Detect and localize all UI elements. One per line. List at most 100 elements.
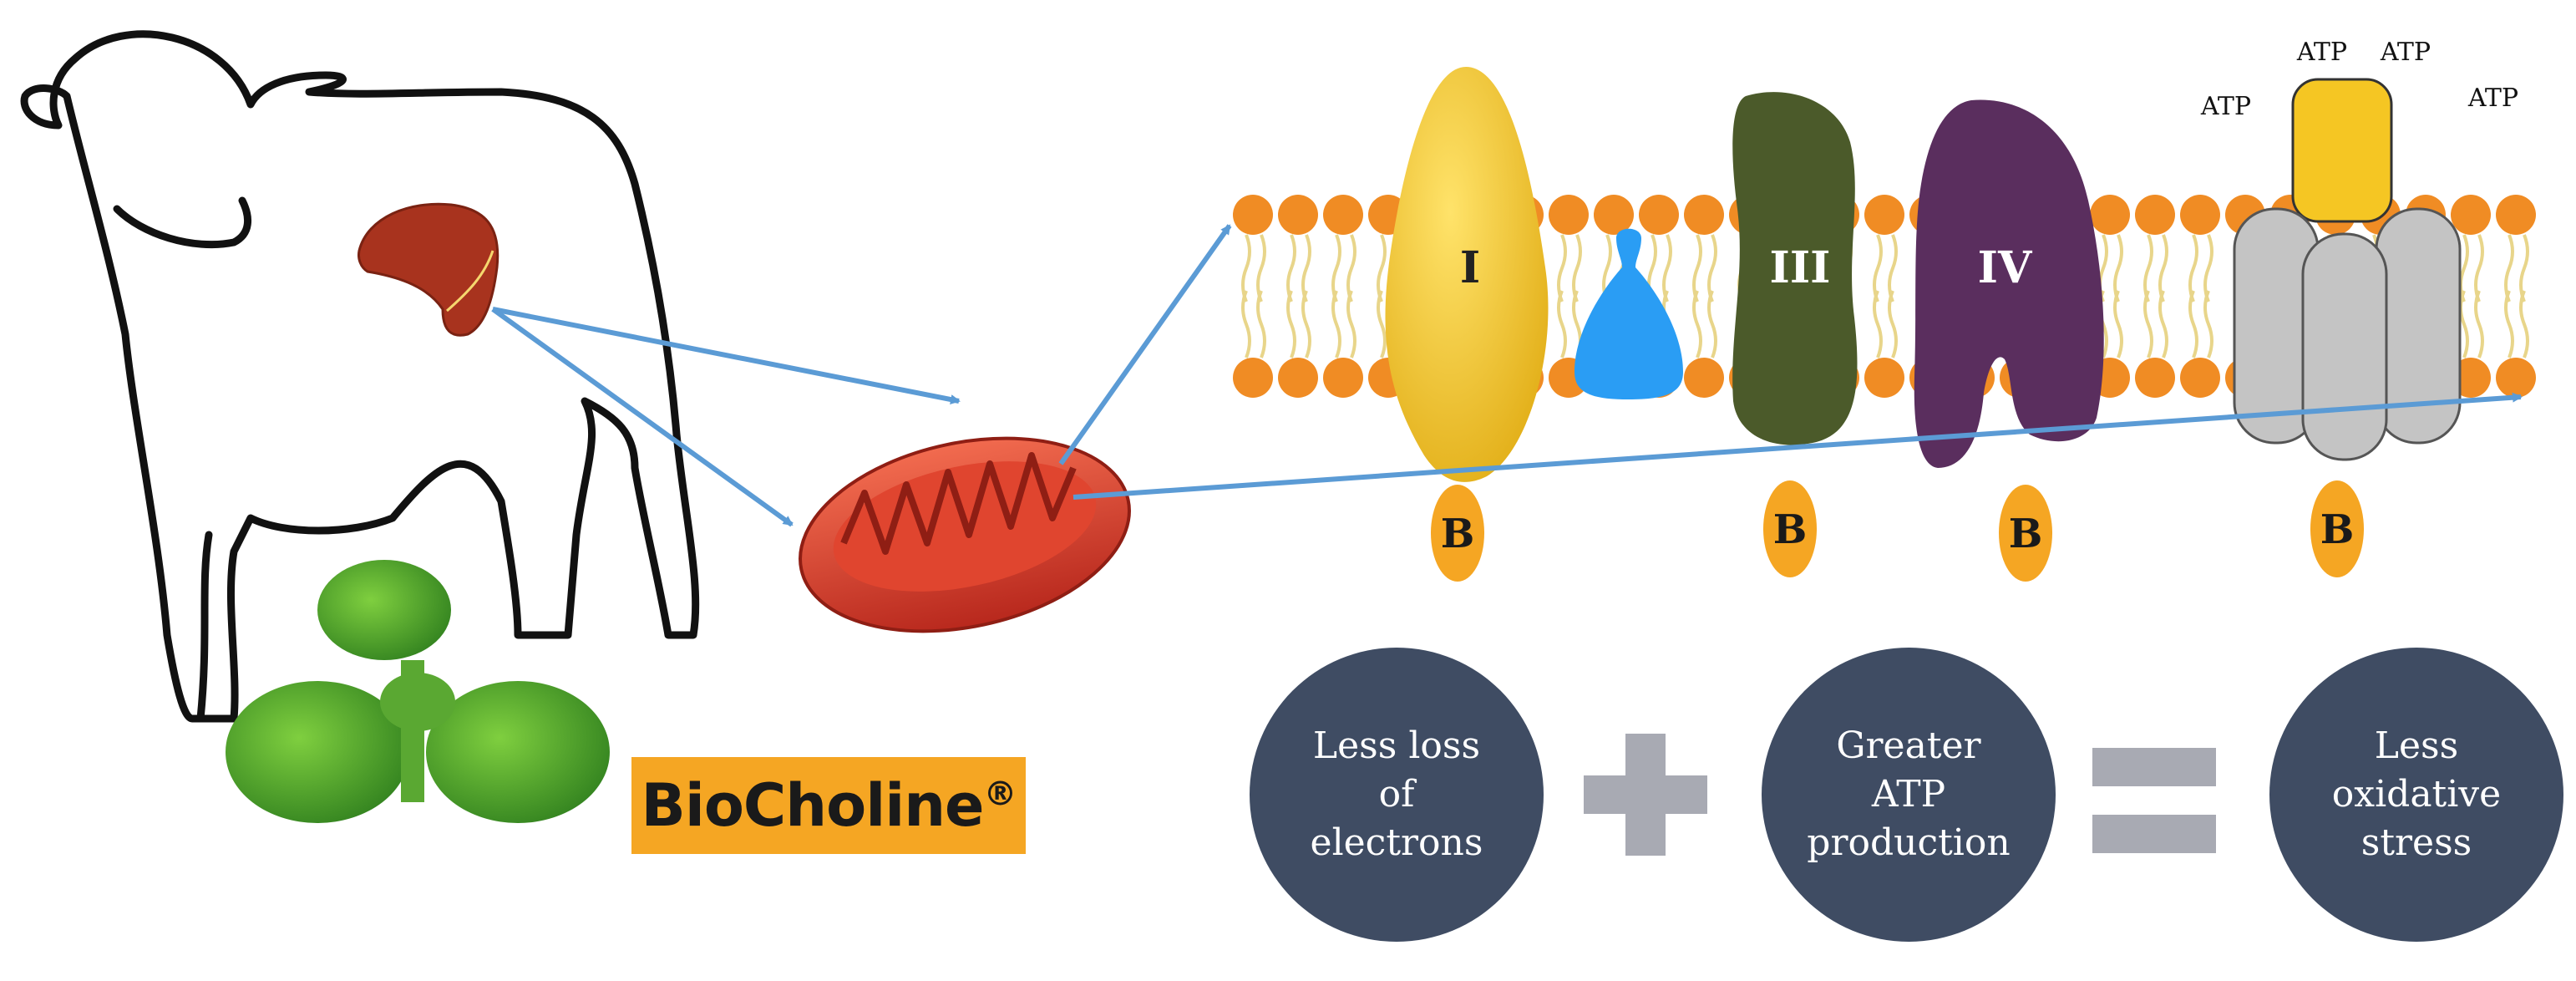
equals-operator-top bbox=[2092, 748, 2216, 786]
complex-3-shape: III bbox=[1732, 92, 1858, 445]
plus-operator-vertical bbox=[1625, 734, 1666, 856]
lipid-tail bbox=[1346, 290, 1356, 358]
b-marker-label: B bbox=[2320, 506, 2355, 553]
b-marker: B bbox=[1763, 480, 1817, 577]
lipid-tail bbox=[1888, 290, 1898, 358]
lipid-head bbox=[1323, 358, 1363, 398]
lipid-tail bbox=[2459, 234, 2469, 302]
lipid-head bbox=[1684, 358, 1724, 398]
lipid-head bbox=[2135, 195, 2175, 235]
lipid-tail bbox=[1873, 290, 1883, 358]
complex-3-label: III bbox=[1770, 242, 1831, 293]
lipid-tail bbox=[1286, 234, 1296, 302]
lipid-head bbox=[2496, 195, 2536, 235]
mitochondrion-icon bbox=[799, 436, 1131, 633]
atp-label: ATP bbox=[2200, 92, 2251, 121]
atp-label: ATP bbox=[2380, 38, 2431, 67]
complex-4-label: IV bbox=[1978, 242, 2033, 293]
lipid-tail bbox=[2158, 234, 2168, 302]
lipid-tail bbox=[2203, 290, 2213, 358]
lipid-tail bbox=[1692, 234, 1702, 302]
lipid-tail bbox=[1662, 234, 1672, 302]
lipid-tail bbox=[1707, 290, 1717, 358]
lipid-head bbox=[2180, 358, 2220, 398]
lipid-tail bbox=[1377, 290, 1387, 358]
lipid-tail bbox=[1572, 234, 1582, 302]
atp-synthase-shape bbox=[2233, 78, 2462, 461]
atp-label: ATP bbox=[2296, 38, 2347, 67]
lipid-head bbox=[1323, 195, 1363, 235]
brand-name-text: BioCholine bbox=[641, 771, 984, 840]
lipid-tail bbox=[2504, 290, 2514, 358]
lipid-tail bbox=[2143, 234, 2153, 302]
lipid-tail bbox=[1557, 234, 1567, 302]
equation-term-1-text: Less loss of electrons bbox=[1310, 724, 1483, 864]
lipid-tail bbox=[2188, 234, 2198, 302]
lipid-head bbox=[1233, 195, 1273, 235]
complex-4-shape: IV bbox=[1914, 99, 2104, 468]
atp-label: ATP bbox=[2467, 84, 2518, 113]
lipid-tail bbox=[2504, 234, 2514, 302]
complex-1-label: I bbox=[1460, 242, 1480, 293]
lipid-head bbox=[1864, 358, 1904, 398]
equals-operator-bottom bbox=[2092, 815, 2216, 853]
liver-icon bbox=[357, 202, 499, 337]
lipid-tail bbox=[2203, 234, 2213, 302]
lipid-head bbox=[2135, 358, 2175, 398]
arrow-mitochondrion-to-membrane-top bbox=[1058, 224, 1232, 465]
lipid-head bbox=[1594, 195, 1634, 235]
arrow-liver-to-mitochondrion bbox=[492, 307, 961, 404]
complex-2-shape bbox=[1575, 228, 1683, 399]
lipid-head bbox=[1278, 358, 1318, 398]
lipid-tail bbox=[1888, 234, 1898, 302]
b-marker-label: B bbox=[2009, 511, 2043, 557]
lipid-tail bbox=[1692, 290, 1702, 358]
arrow-liver-to-mitochondrion-lower bbox=[491, 307, 794, 527]
lipid-tail bbox=[1256, 234, 1266, 302]
b-marker-label: B bbox=[1441, 511, 1475, 557]
equation-term-2-text: Greater ATP production bbox=[1807, 724, 2011, 864]
lipid-head bbox=[2090, 195, 2130, 235]
lipid-tail bbox=[2143, 290, 2153, 358]
lipid-tail bbox=[1241, 290, 1251, 358]
lipid-tail bbox=[1256, 290, 1266, 358]
lipid-tail bbox=[2113, 234, 2123, 302]
lipid-head bbox=[2496, 358, 2536, 398]
lipid-head bbox=[2451, 195, 2491, 235]
b-marker: B bbox=[1431, 485, 1484, 582]
lipid-tail bbox=[1331, 234, 1341, 302]
lipid-tail bbox=[1557, 290, 1567, 358]
registered-mark: ® bbox=[983, 775, 1017, 814]
complex-1-shape: I bbox=[1385, 67, 1549, 482]
lipid-tail bbox=[2158, 290, 2168, 358]
lipid-tail bbox=[2474, 234, 2484, 302]
lipid-tail bbox=[1377, 234, 1387, 302]
lipid-tail bbox=[1707, 234, 1717, 302]
lipid-head bbox=[1639, 195, 1679, 235]
lipid-tail bbox=[2113, 290, 2123, 358]
lipid-tail bbox=[2188, 290, 2198, 358]
lipid-tail bbox=[1301, 234, 1311, 302]
lipid-tail bbox=[1241, 234, 1251, 302]
lipid-head bbox=[1233, 358, 1273, 398]
lipid-head bbox=[1864, 195, 1904, 235]
b-marker: B bbox=[2310, 480, 2364, 577]
lipid-tail bbox=[1346, 234, 1356, 302]
equation-result-text: Less oxidative stress bbox=[2331, 724, 2502, 864]
lipid-tail bbox=[1331, 290, 1341, 358]
equation-term-2: Greater ATP production bbox=[1762, 648, 2056, 942]
lipid-tail bbox=[1301, 290, 1311, 358]
b-marker-label: B bbox=[1773, 506, 1808, 553]
flow-arrows bbox=[491, 224, 2523, 527]
plant-icon bbox=[226, 560, 610, 823]
b-marker: B bbox=[1999, 485, 2052, 582]
lipid-tail bbox=[2459, 290, 2469, 358]
lipid-head bbox=[1684, 195, 1724, 235]
biocholine-logo: BioCholine® bbox=[631, 757, 1026, 854]
lipid-head bbox=[1278, 195, 1318, 235]
equation-term-1: Less loss of electrons bbox=[1250, 648, 1544, 942]
lipid-tail bbox=[1873, 234, 1883, 302]
arrow-mitochondrion-to-membrane-bottom bbox=[1072, 392, 2523, 500]
lipid-head bbox=[2180, 195, 2220, 235]
